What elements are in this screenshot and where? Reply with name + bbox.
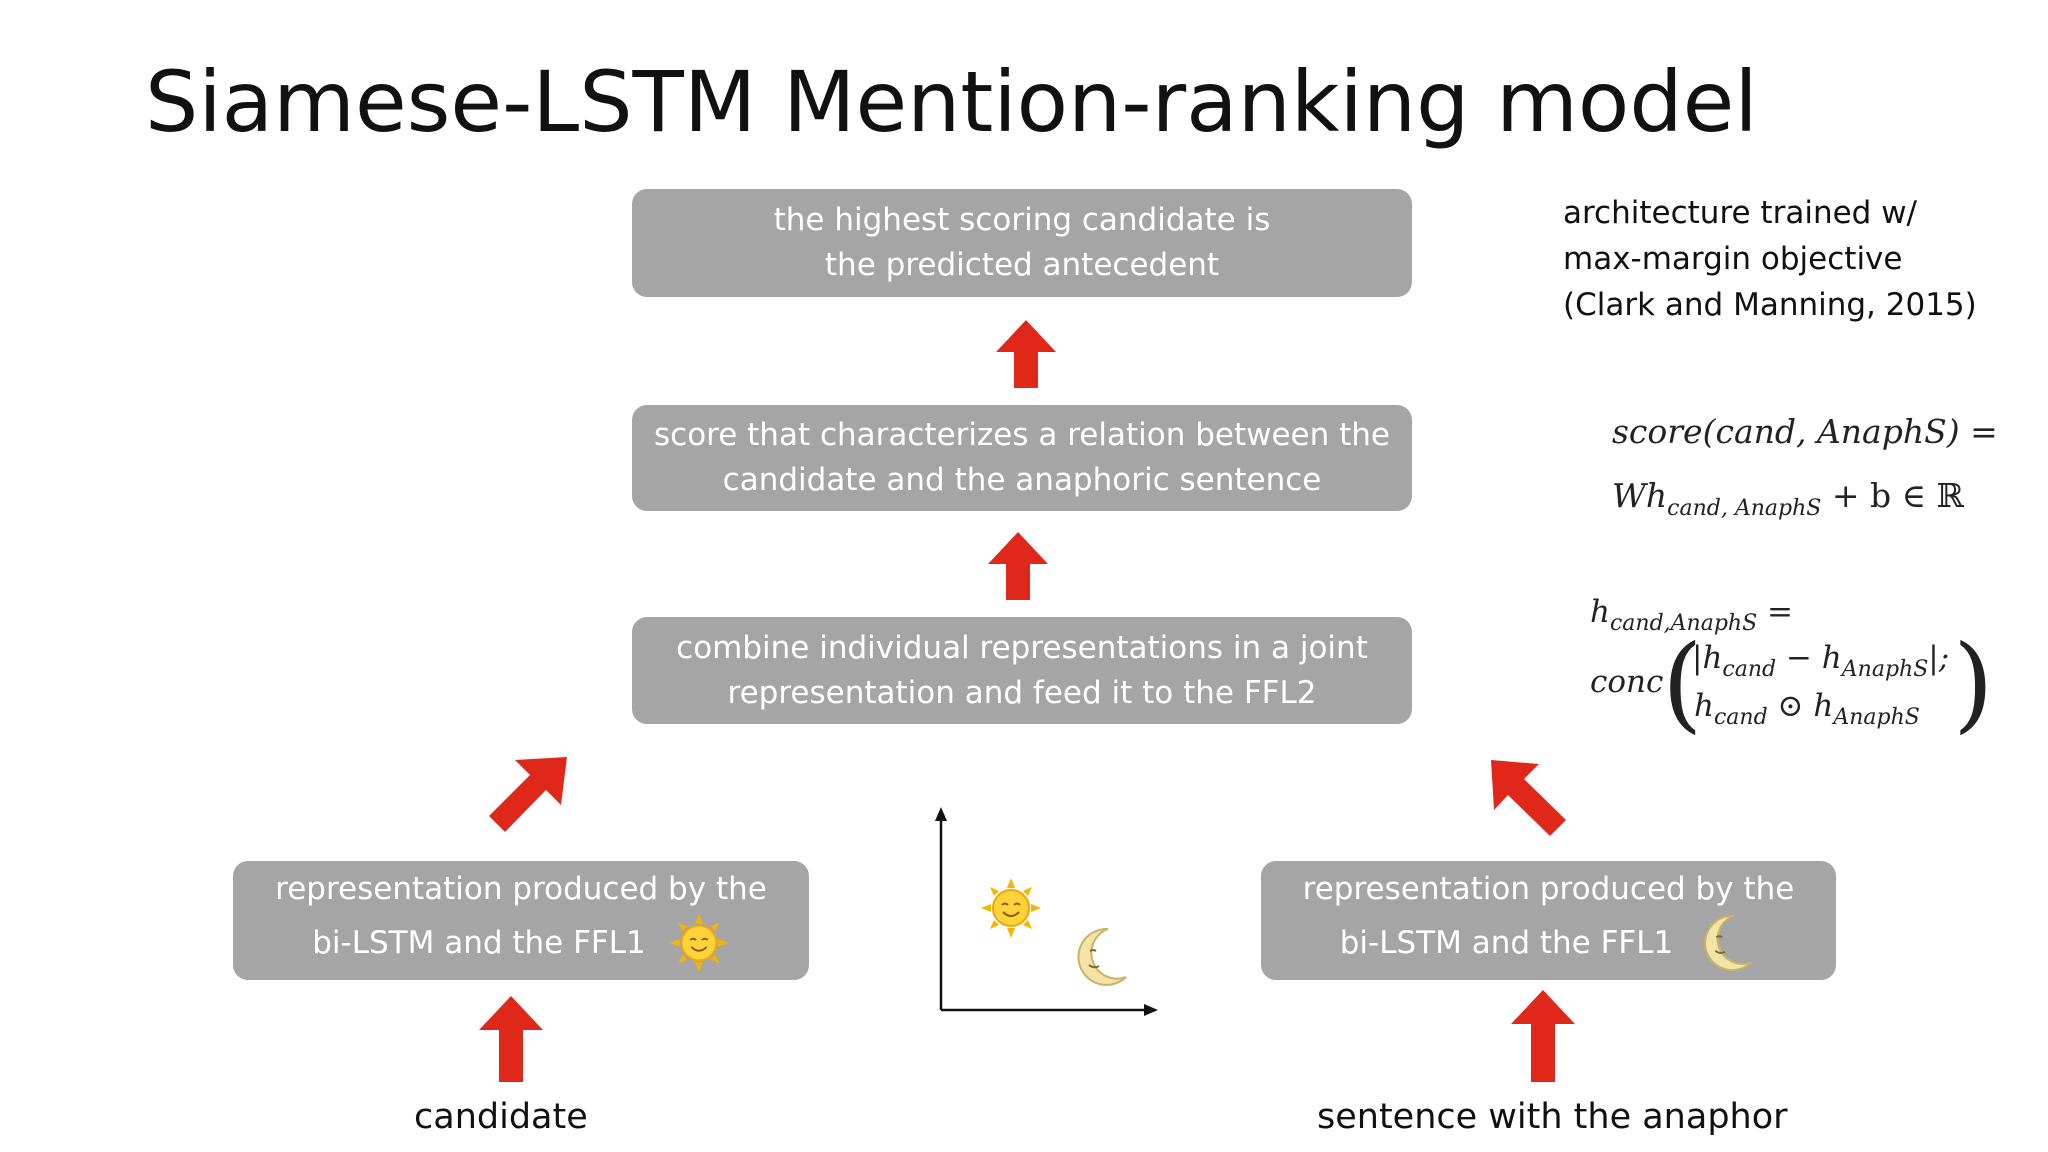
- score-equation-lhs: score(cand, AnaphS) =: [1612, 412, 1998, 451]
- score-equation-rhs: Whcand, AnaphS + b ∈ ℝ: [1612, 476, 1964, 521]
- right-paren: ): [1953, 622, 1994, 744]
- left-paren: (: [1662, 622, 1703, 744]
- candidate-representation-box: representation produced by the bi-LSTM a…: [233, 861, 809, 980]
- combine-box: combine individual representations in a …: [632, 617, 1412, 724]
- candidate-label: candidate: [414, 1097, 588, 1137]
- sentence-representation-box: representation produced by the bi-LSTM a…: [1261, 861, 1836, 980]
- conc-row-1: |hcand − hAnaphS|;: [1692, 640, 1950, 682]
- h-equation-lhs: hcand,AnaphS =: [1590, 594, 1793, 636]
- combine-box-line1: combine individual representations in a …: [676, 629, 1368, 666]
- score-box: score that characterizes a relation betw…: [632, 405, 1412, 511]
- diagonal-arrow-icon: [1491, 760, 1566, 836]
- slide-title: Siamese-LSTM Mention-ranking model: [145, 53, 1758, 151]
- diagonal-arrow-icon: [489, 757, 567, 832]
- training-note-line3: (Clark and Manning, 2015): [1563, 287, 1977, 323]
- up-arrow-icon: [996, 320, 1056, 388]
- up-arrow-icon: [988, 532, 1048, 600]
- sentence-rep-line2: bi-LSTM and the FFL1: [1339, 924, 1674, 961]
- up-arrow-icon: [1511, 990, 1575, 1082]
- output-box-line1: the highest scoring candidate is: [773, 202, 1271, 238]
- sentence-label: sentence with the anaphor: [1317, 1097, 1788, 1137]
- combine-box-line2: representation and feed it to the FFL2: [727, 674, 1317, 711]
- score-box-line2: candidate and the anaphoric sentence: [722, 462, 1322, 498]
- conc-row-2: hcand ⊙ hAnaphS: [1694, 688, 1920, 730]
- sun-face-icon: [981, 878, 1041, 938]
- training-note-line1: architecture trained w/: [1563, 195, 1917, 231]
- training-note-line2: max-margin objective: [1563, 241, 1903, 277]
- output-box-line2: the predicted antecedent: [824, 247, 1220, 283]
- sentence-rep-line1: representation produced by the: [1302, 871, 1795, 907]
- up-arrow-icon: [479, 996, 543, 1082]
- candidate-rep-line1: representation produced by the: [275, 871, 767, 907]
- moon-face-icon: [1704, 914, 1753, 972]
- score-box-line1: score that characterizes a relation betw…: [654, 417, 1390, 453]
- moon-face-icon: [1077, 927, 1127, 986]
- candidate-rep-line2: bi-LSTM and the FFL1: [312, 924, 646, 961]
- training-note: architecture trained w/ max-margin objec…: [1563, 190, 2023, 328]
- output-box: the highest scoring candidate is the pre…: [632, 189, 1412, 297]
- conc-function: conc: [1590, 664, 1664, 700]
- sun-face-icon: [669, 913, 728, 973]
